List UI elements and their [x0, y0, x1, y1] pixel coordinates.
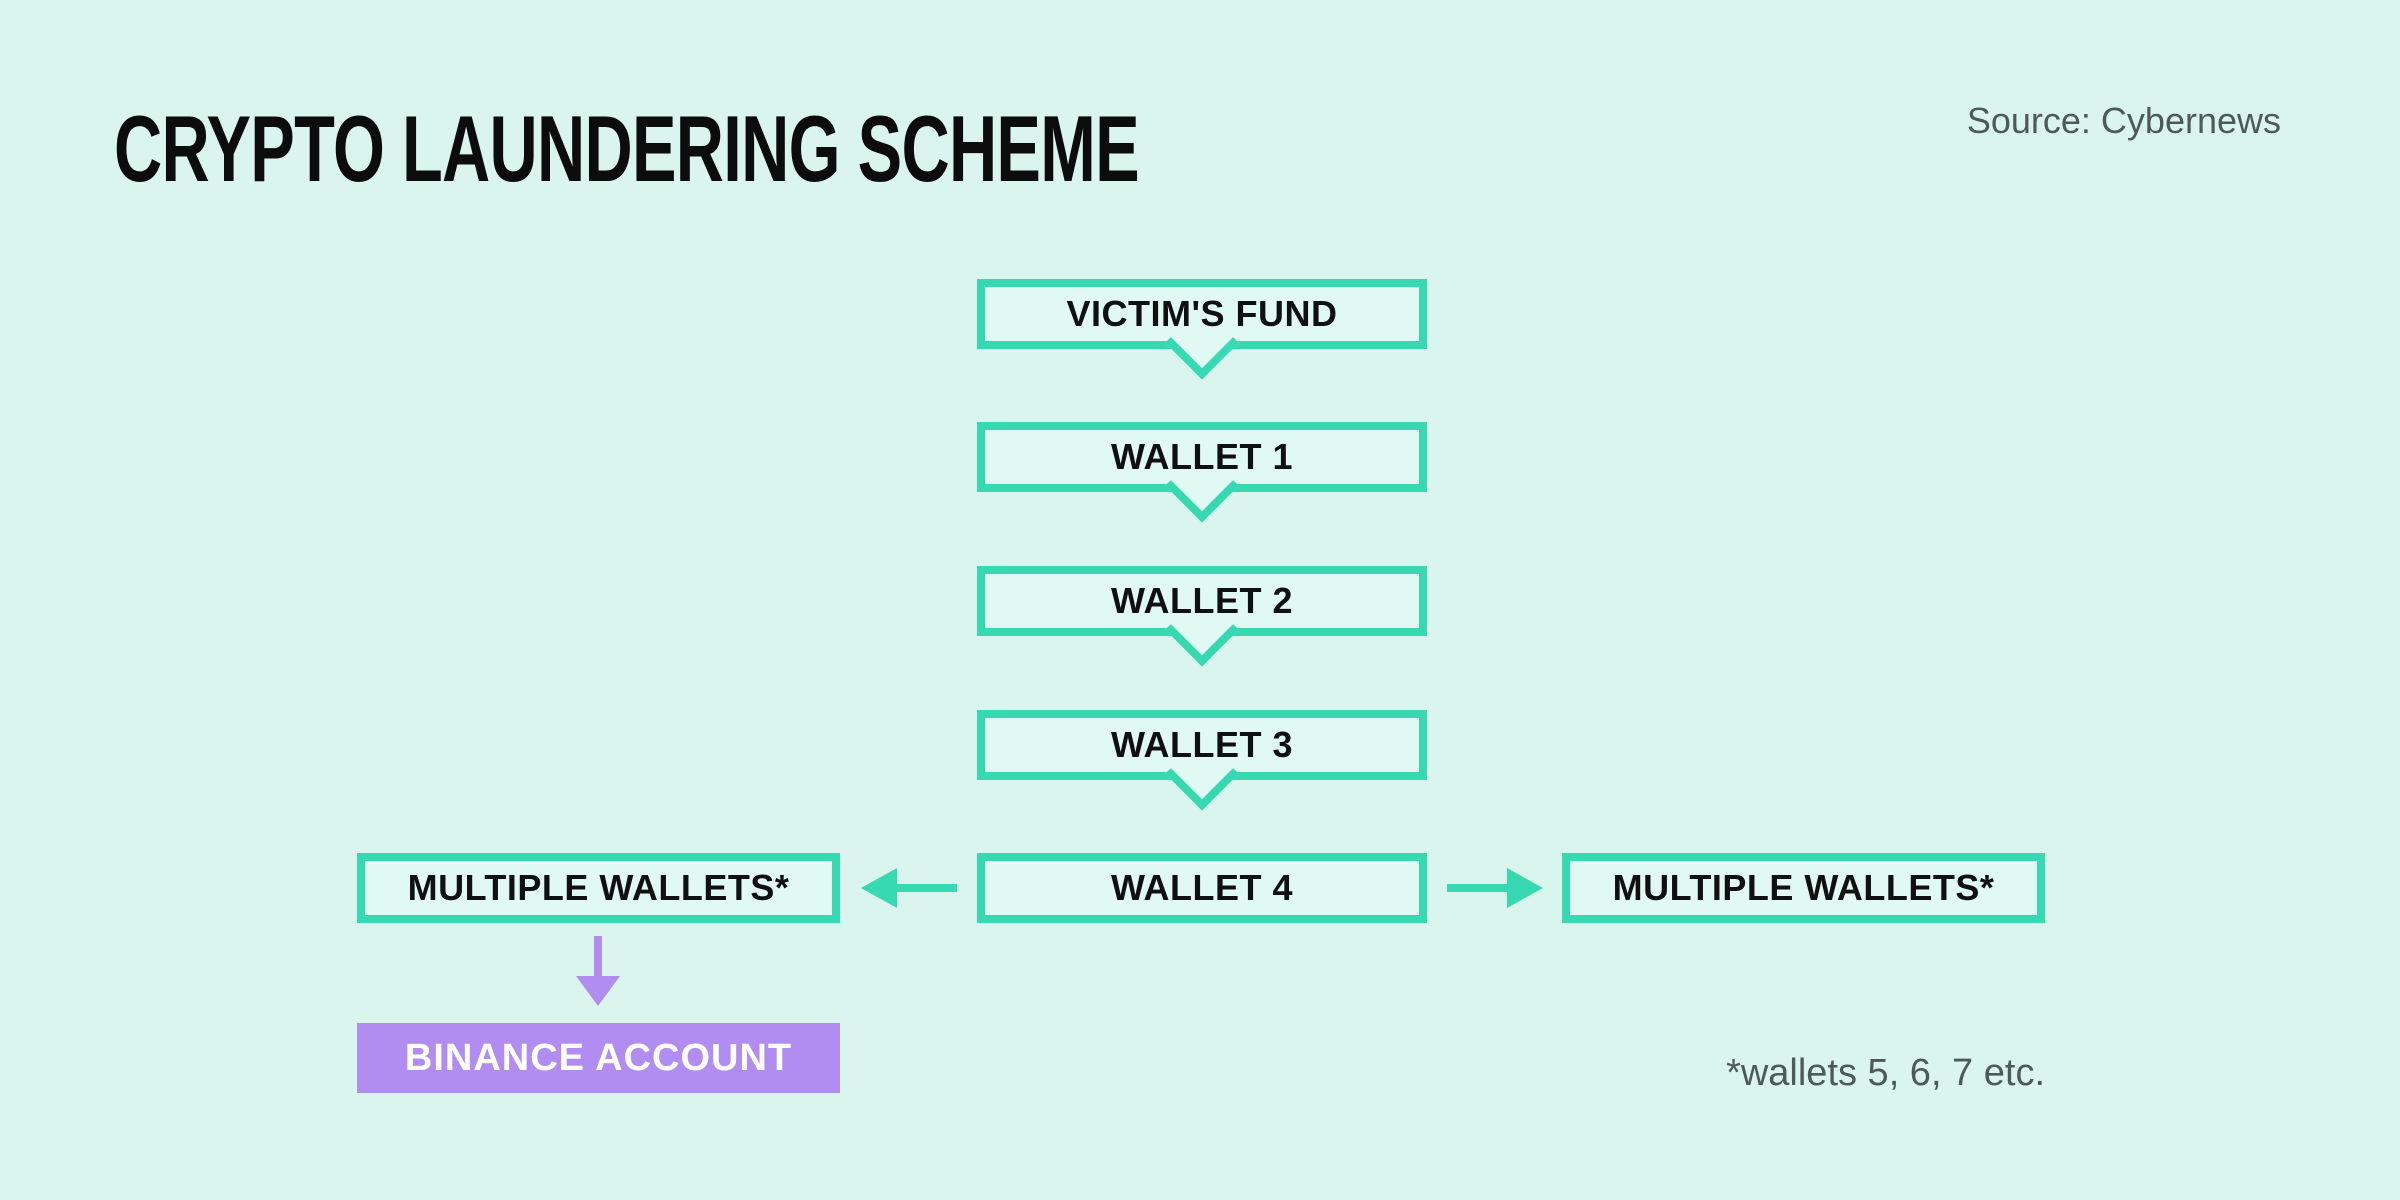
arrowhead-down-icon [576, 976, 620, 1006]
node-label: WALLET 3 [1111, 724, 1293, 765]
node-label: VICTIM'S FUND [1066, 293, 1338, 334]
arrow-left-icon [861, 868, 957, 908]
node-wallet-2: WALLET 2 [977, 566, 1427, 667]
node-wallet-4: WALLET 4 [977, 853, 1427, 923]
arrowhead-right-icon [1507, 868, 1543, 908]
arrow-shaft [897, 884, 957, 892]
arrow-down-shaft [594, 936, 602, 976]
node-multiple-wallets-left: MULTIPLE WALLETS* [357, 853, 840, 923]
arrow-shaft [1447, 884, 1507, 892]
node-multiple-wallets-right: MULTIPLE WALLETS* [1562, 853, 2045, 923]
node-wallet-1: WALLET 1 [977, 422, 1427, 523]
node-label: WALLET 4 [1111, 867, 1293, 908]
node-label: WALLET 1 [1111, 436, 1293, 477]
footnote: *wallets 5, 6, 7 etc. [1726, 1052, 2045, 1094]
node-label: BINANCE ACCOUNT [404, 1036, 793, 1079]
node-label: MULTIPLE WALLETS* [1612, 867, 1995, 908]
node-binance-account: BINANCE ACCOUNT [357, 1023, 840, 1093]
node-victims-fund: VICTIM'S FUND [977, 279, 1427, 380]
node-label: MULTIPLE WALLETS* [407, 867, 790, 908]
page-title: CRYPTO LAUNDERING SCHEME [114, 96, 1140, 201]
node-label: WALLET 2 [1111, 580, 1293, 621]
arrow-right-icon [1447, 868, 1543, 908]
source-credit: Source: Cybernews [1966, 100, 2281, 141]
arrowhead-left-icon [861, 868, 897, 908]
node-wallet-3: WALLET 3 [977, 710, 1427, 811]
